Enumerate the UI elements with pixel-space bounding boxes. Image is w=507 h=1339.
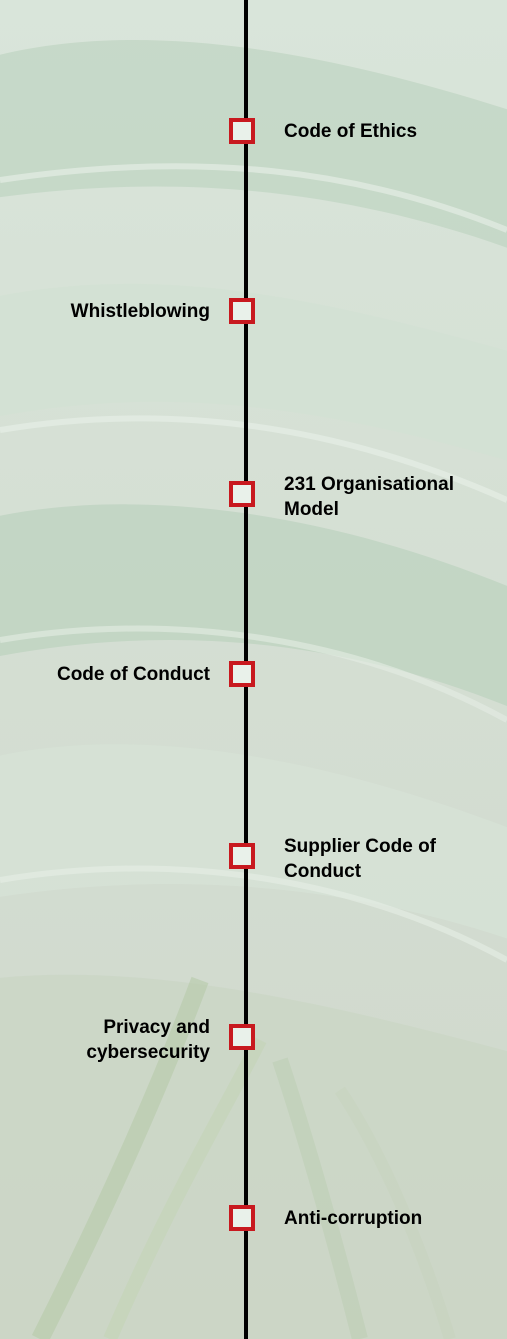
timeline-marker[interactable]: [229, 843, 255, 869]
timeline-marker[interactable]: [229, 298, 255, 324]
timeline-label[interactable]: Code of Conduct: [56, 664, 210, 685]
timeline-marker[interactable]: [229, 481, 255, 507]
timeline-label[interactable]: Supplier Code of Conduct: [284, 836, 436, 882]
timeline-marker[interactable]: [229, 1024, 255, 1050]
timeline-label[interactable]: Whistleblowing: [70, 301, 210, 322]
timeline-marker[interactable]: [229, 661, 255, 687]
timeline-label[interactable]: Privacy and cybersecurity: [86, 1017, 210, 1063]
timeline-label[interactable]: Code of Ethics: [284, 121, 418, 142]
timeline-marker[interactable]: [229, 118, 255, 144]
timeline-label[interactable]: Anti-corruption: [284, 1208, 423, 1229]
timeline-label[interactable]: 231 Organisational Model: [284, 474, 455, 520]
timeline-marker[interactable]: [229, 1205, 255, 1231]
